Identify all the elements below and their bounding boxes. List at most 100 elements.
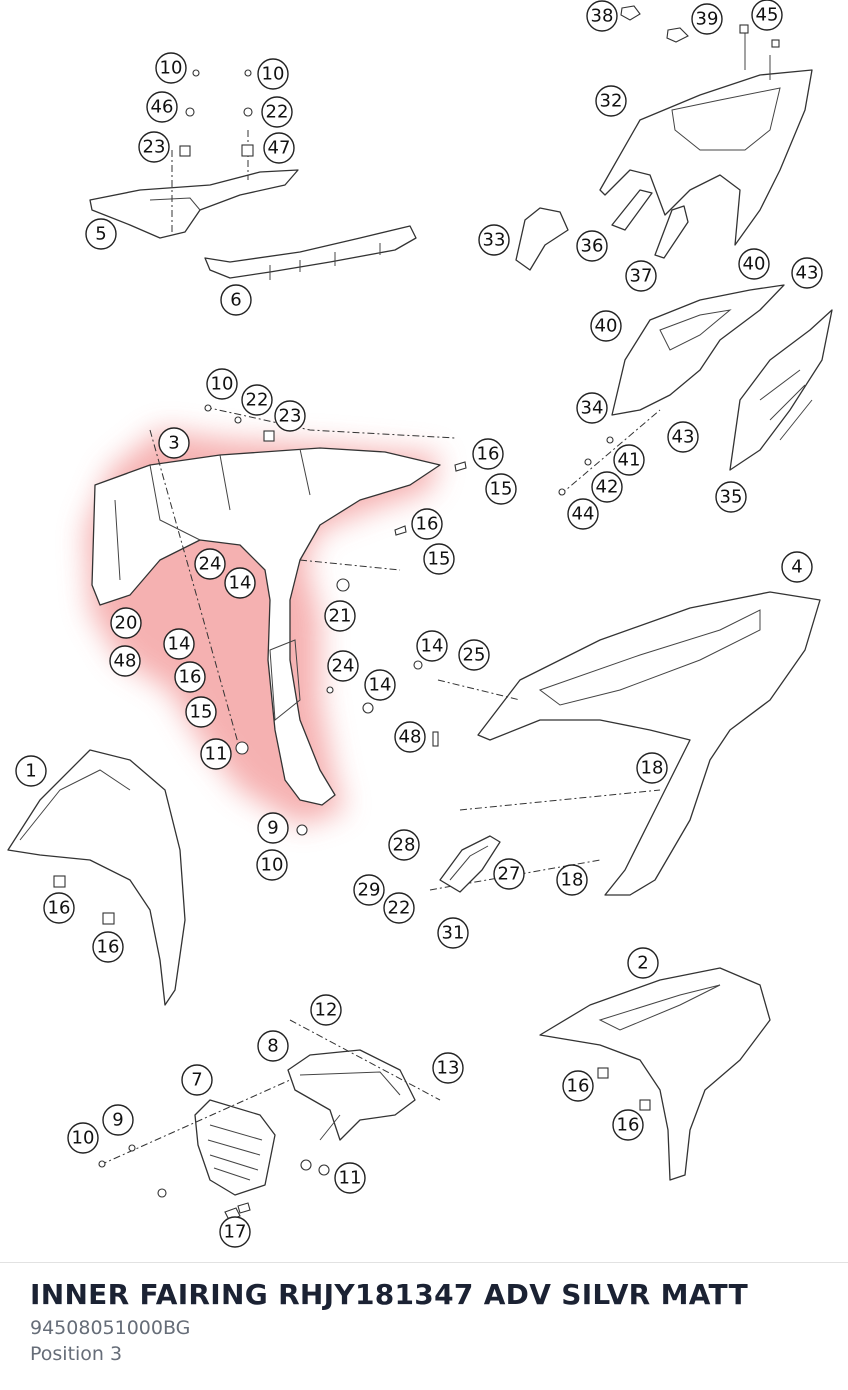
callout[interactable]: 21	[324, 600, 356, 632]
svg-text:16: 16	[97, 937, 120, 958]
callout[interactable]: 37	[625, 260, 657, 292]
callout[interactable]: 47	[263, 132, 295, 164]
svg-text:39: 39	[696, 9, 719, 30]
svg-text:15: 15	[428, 549, 451, 570]
svg-text:42: 42	[596, 477, 619, 498]
svg-text:24: 24	[332, 656, 355, 677]
callout[interactable]: 11	[334, 1162, 366, 1194]
callout[interactable]: 1	[15, 755, 47, 787]
callout[interactable]: 8	[257, 1030, 289, 1062]
callout[interactable]: 41	[613, 444, 645, 476]
callout[interactable]: 39	[691, 3, 723, 35]
part-5-panel	[89, 69, 299, 239]
callout[interactable]: 11	[200, 738, 232, 770]
part-7-grille	[98, 1079, 291, 1221]
callout[interactable]: 17	[219, 1216, 251, 1248]
svg-text:43: 43	[796, 263, 819, 284]
callout[interactable]: 40	[590, 310, 622, 342]
svg-text:23: 23	[279, 406, 302, 427]
callout[interactable]: 31	[437, 917, 469, 949]
callout[interactable]: 33	[478, 224, 510, 256]
callout[interactable]: 10	[155, 52, 187, 84]
callout[interactable]: 38	[586, 0, 618, 32]
callout[interactable]: 10	[67, 1122, 99, 1154]
part-8-bracket	[287, 1019, 441, 1176]
svg-text:32: 32	[600, 91, 623, 112]
callout[interactable]: 14	[163, 628, 195, 660]
callout[interactable]: 9	[102, 1104, 134, 1136]
svg-text:14: 14	[421, 636, 444, 657]
callout[interactable]: 16	[612, 1109, 644, 1141]
callout[interactable]: 22	[261, 96, 293, 128]
callout[interactable]: 36	[576, 230, 608, 262]
callout[interactable]: 3	[158, 427, 190, 459]
callout[interactable]: 15	[185, 696, 217, 728]
svg-text:9: 9	[112, 1110, 123, 1131]
callout[interactable]: 4	[781, 551, 813, 583]
callout[interactable]: 9	[257, 812, 289, 844]
part-3-inner-fairing	[91, 404, 467, 836]
callout[interactable]: 14	[416, 630, 448, 662]
callout[interactable]: 16	[411, 508, 443, 540]
callout[interactable]: 22	[383, 892, 415, 924]
callout[interactable]: 32	[595, 85, 627, 117]
callout[interactable]: 10	[206, 368, 238, 400]
callout[interactable]: 45	[751, 0, 783, 31]
part-position: Position 3	[30, 1343, 123, 1365]
callout[interactable]: 24	[194, 548, 226, 580]
callout[interactable]: 16	[174, 661, 206, 693]
svg-text:16: 16	[416, 514, 439, 535]
callout[interactable]: 7	[181, 1064, 213, 1096]
svg-text:31: 31	[442, 923, 465, 944]
callout[interactable]: 42	[591, 471, 623, 503]
svg-text:46: 46	[151, 97, 174, 118]
svg-text:14: 14	[229, 573, 252, 594]
part-27-bracket	[439, 835, 501, 893]
callout[interactable]: 14	[364, 669, 396, 701]
callout[interactable]: 10	[257, 58, 289, 90]
callout[interactable]: 18	[556, 864, 588, 896]
callout[interactable]: 34	[576, 392, 608, 424]
callout[interactable]: 18	[636, 752, 668, 784]
callout[interactable]: 44	[567, 498, 599, 530]
callout[interactable]: 35	[715, 481, 747, 513]
callout[interactable]: 20	[110, 607, 142, 639]
callout[interactable]: 43	[667, 421, 699, 453]
divider	[0, 1262, 848, 1263]
svg-text:4: 4	[791, 557, 802, 578]
callout[interactable]: 16	[92, 931, 124, 963]
svg-text:40: 40	[595, 316, 618, 337]
callout[interactable]: 25	[458, 639, 490, 671]
svg-text:3: 3	[168, 433, 179, 454]
callout[interactable]: 16	[43, 892, 75, 924]
callout[interactable]: 13	[432, 1052, 464, 1084]
callout[interactable]: 2	[627, 947, 659, 979]
callout[interactable]: 48	[394, 721, 426, 753]
part-2-fairing	[539, 967, 771, 1181]
callout[interactable]: 48	[109, 645, 141, 677]
callout[interactable]: 12	[310, 994, 342, 1026]
callout[interactable]: 24	[327, 650, 359, 682]
callout[interactable]: 23	[274, 400, 306, 432]
callout[interactable]: 40	[738, 248, 770, 280]
callout[interactable]: 29	[353, 874, 385, 906]
part-6-panel	[204, 225, 417, 280]
callout[interactable]: 16	[562, 1070, 594, 1102]
callout[interactable]: 46	[146, 91, 178, 123]
svg-text:35: 35	[720, 487, 743, 508]
callout[interactable]: 43	[791, 257, 823, 289]
callout[interactable]: 15	[423, 543, 455, 575]
callout[interactable]: 28	[388, 829, 420, 861]
callout[interactable]: 16	[472, 438, 504, 470]
callout[interactable]: 22	[241, 384, 273, 416]
callout[interactable]: 27	[493, 858, 525, 890]
callout[interactable]: 23	[138, 131, 170, 163]
callout[interactable]: 15	[485, 473, 517, 505]
callout[interactable]: 10	[256, 849, 288, 881]
svg-text:10: 10	[160, 58, 183, 79]
callout[interactable]: 6	[220, 284, 252, 316]
part-4-side-cover	[413, 591, 821, 896]
callout[interactable]: 14	[224, 567, 256, 599]
svg-text:2: 2	[637, 953, 648, 974]
callout[interactable]: 5	[85, 218, 117, 250]
